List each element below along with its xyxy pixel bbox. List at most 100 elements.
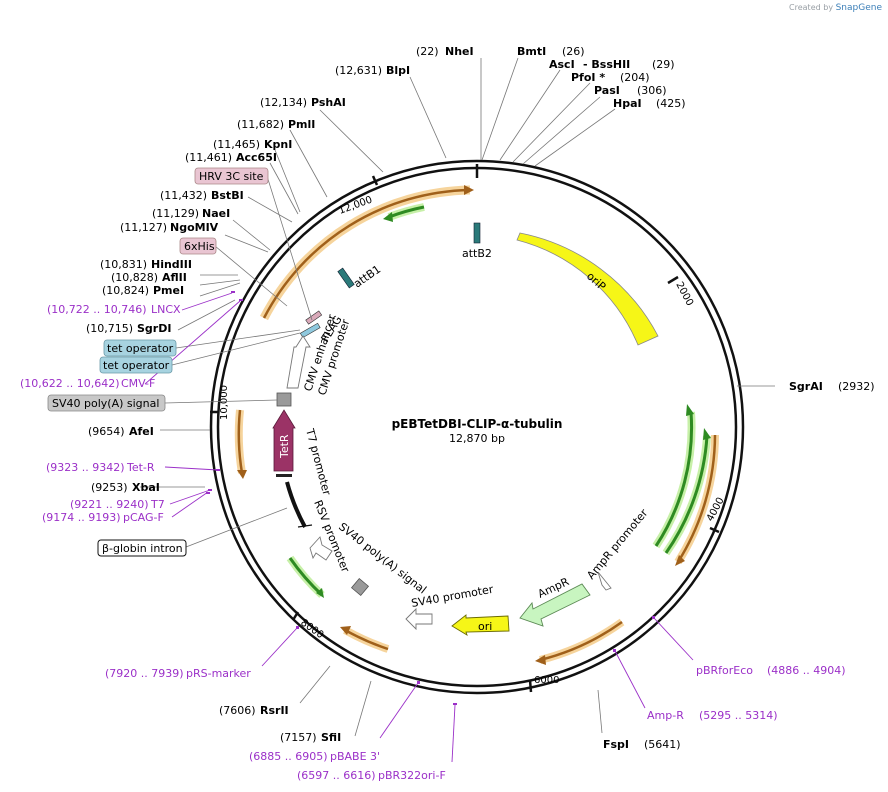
site-pos-pasi: (306) [637,84,667,97]
site-pos-bstbi: (11,432) [160,189,207,202]
site-name-sfii: SfiI [321,731,341,744]
orf-right-green2 [664,435,709,554]
orf-bottom-right-glow [539,618,625,664]
sv40-promoter-arrow[interactable] [405,607,433,631]
sv40-polya-label: SV40 poly(A) signal [336,520,429,596]
cmv-promoter-arrow[interactable] [286,335,311,389]
site-name-bmti: BmtI [517,45,546,58]
site-pos-naei: (11,129) [152,207,199,220]
sv40-polya-signal-box[interactable] [47,394,166,412]
site-pos-sgrai: (2932) [838,380,875,393]
hrv-3c-site-box[interactable] [194,167,269,185]
tet-operator-feature[interactable] [299,322,321,339]
ampR-promoter-label: AmpR promoter [584,506,650,582]
primer-name-lncx: LNCX [151,303,181,316]
primer-range-t7: (9221 .. 9240) [70,498,149,511]
attB1-feature[interactable] [337,267,355,289]
black-segment-end [297,524,313,528]
site-pos-pmli: (11,682) [237,118,284,131]
site-pos-sfii: (7157) [280,731,317,744]
snapgene-logo: SnapGene [835,3,882,13]
site-name-nhei: NheI [445,45,474,58]
primer-range-pcag-f: (9174 .. 9193) [42,511,121,524]
attB2-feature[interactable] [473,222,481,244]
box-connectors [164,175,313,548]
site-pos-pshai: (12,134) [260,96,307,109]
tetR-terminator [276,474,292,477]
site-name-blpi: BlpI [386,64,410,77]
site-name-pfoi: PfoI * [571,71,605,84]
site-name-pmli: PmlI [288,118,315,131]
site-name-pshai: PshAI [311,96,346,109]
orf-bottom-left [344,628,389,651]
site-name-fspi: FspI [603,738,629,751]
ori-feature[interactable] [451,614,510,637]
tet-operator-box-2[interactable] [99,356,173,374]
primer-marks [206,291,655,705]
ampR-promoter-arrow[interactable] [597,571,612,591]
tet-operator-box-1[interactable] [103,339,177,357]
site-name-hindiii: HindIII [151,258,192,271]
sv40-polya-signal-label: SV40 poly(A) signal [52,397,159,410]
tick-label-10000: 10,000 [219,385,230,420]
primer-connectors [144,292,694,763]
site-pos-pfoi: (204) [620,71,650,84]
site-pos-hpai: (425) [656,97,686,110]
orf-left-green [288,557,324,597]
orf-right-orange [676,434,717,563]
orf-bottom-left-arrowhead [340,626,351,635]
primer-range-pbabe3: (6885 .. 6905) [249,750,328,763]
site-name-ngomiv: NgoMIV [170,221,219,234]
primer-name-prs-marker: pRS-marker [186,667,251,680]
orf-top-glow [260,185,471,321]
orf-right-green1-arrowhead [686,404,694,416]
orf-right-green2-arrowhead [703,428,711,440]
site-name-rsrii: RsrII [260,704,289,717]
orf-bottom-right [539,620,623,662]
sv40-polya-box-left[interactable] [276,392,292,407]
site-name-afei: AfeI [129,425,154,438]
site-pos-blpi: (12,631) [335,64,382,77]
site-name-pasi: PasI [594,84,620,97]
tick-marks [210,164,720,693]
primer-range-lncx: (10,722 .. 10,746) [47,303,147,316]
6xhis-box[interactable] [179,237,217,255]
tick-label-8000: 8000 [298,617,325,641]
tetR-feature[interactable] [272,409,296,472]
site-name-hpai: HpaI [613,97,642,110]
orf-top-arrowhead [464,185,474,195]
primer-range-prs-marker: (7920 .. 7939) [105,667,184,680]
site-name-bstbi: BstBI [211,189,244,202]
primer-range-pbr322ori-f: (6597 .. 6616) [297,769,376,782]
site-name-asci: AscI [549,58,575,71]
primer-name-pbrforeco: pBRforEco [696,664,753,677]
primer-name-t7: T7 [150,498,165,511]
orf-right-green1 [654,411,694,547]
site-name-sgrdi: SgrDI [137,322,171,335]
flag-feature[interactable] [305,310,323,325]
primer-range-tet-r: (9323 .. 9342) [46,461,125,474]
ori-label: ori [478,620,492,633]
site-pos-ngomiv: (11,127) [120,221,167,234]
site-name-sgrai: SgrAI [789,380,823,393]
primer-range-cmv-f: (10,622 .. 10,642) [20,377,120,390]
site-name-naei: NaeI [202,207,230,220]
sv40-polya-box-bottom[interactable] [350,577,370,597]
oriP-feature[interactable] [516,232,659,346]
site-pos-aflii: (10,828) [111,271,158,284]
hrv-3c-site-label: HRV 3C site [199,170,264,183]
attB1-label: attB1 [351,263,383,291]
rsv-promoter-arrow[interactable] [309,536,333,561]
site-pos-bmti: (26) [562,45,585,58]
credit-prefix: Created by [789,3,834,12]
beta-globin-intron-box[interactable] [97,539,187,557]
primer-name-amp-r: Amp-R [647,709,684,722]
primer-range-amp-r: (5295 .. 5314) [699,709,778,722]
site-pos-kpni: (11,465) [213,138,260,151]
site-name-xbai: XbaI [132,481,160,494]
tetR-label: TetR [278,434,291,459]
tet-operator-label-2: tet operator [103,359,170,372]
site-name-aflii: AflII [162,271,187,284]
ampR-feature[interactable] [519,583,591,627]
black-segment-arc [285,481,307,528]
